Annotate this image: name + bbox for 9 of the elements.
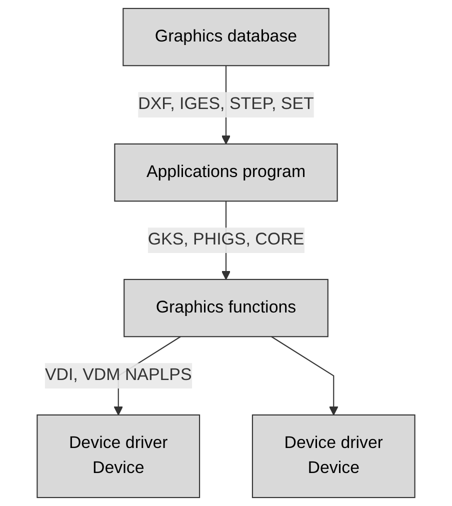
edge-label: DXF, IGES, STEP, SET [138, 95, 314, 114]
node-box: Applications program [114, 143, 338, 202]
node-box: Device driver Device [252, 414, 416, 498]
node-box: Graphics functions [124, 278, 328, 338]
arrow [271, 336, 338, 416]
node-box: Graphics database [122, 8, 330, 66]
edge-label: VDI, VDM NAPLPS [44, 366, 192, 384]
edge-label: GKS, PHIGS, CORE [148, 230, 304, 249]
node-box: Device driver Device [36, 414, 200, 498]
